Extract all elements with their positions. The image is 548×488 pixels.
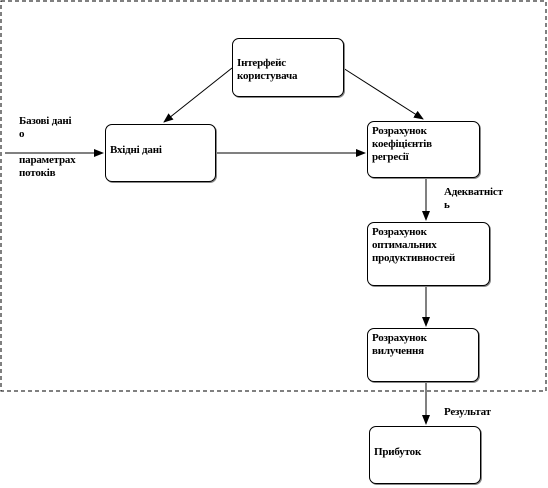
node-extraction-label: Розрахунок вилучення bbox=[372, 332, 427, 357]
node-input-data: Вхідні дані bbox=[105, 124, 216, 182]
node-input-data-label: Вхідні дані bbox=[110, 144, 162, 156]
node-optimal-productivity: Розрахунок оптимальних продуктивностей bbox=[367, 222, 490, 286]
arrow-interface-to-input bbox=[163, 67, 233, 123]
arrow-interface-to-regression bbox=[342, 67, 424, 120]
node-profit: Прибуток bbox=[369, 426, 481, 484]
node-extraction: Розрахунок вилучення bbox=[367, 328, 479, 382]
node-optimal-productivity-label: Розрахунок оптимальних продуктивностей bbox=[372, 226, 456, 264]
system-boundary bbox=[0, 0, 547, 392]
label-base-data: Базові дані о параметрах потоків bbox=[19, 115, 76, 179]
node-profit-label: Прибуток bbox=[374, 446, 422, 458]
node-regression-coefficients-label: Розрахунок коефіцієнтів регресії bbox=[372, 125, 432, 163]
label-adequacy: Адекватніст ь bbox=[444, 186, 503, 211]
label-result: Результат bbox=[444, 406, 491, 418]
node-regression-coefficients: Розрахунок коефіцієнтів регресії bbox=[367, 121, 480, 178]
node-user-interface: Інтерфейс користувача bbox=[232, 38, 344, 97]
node-user-interface-label: Інтерфейс користувача bbox=[237, 57, 298, 82]
